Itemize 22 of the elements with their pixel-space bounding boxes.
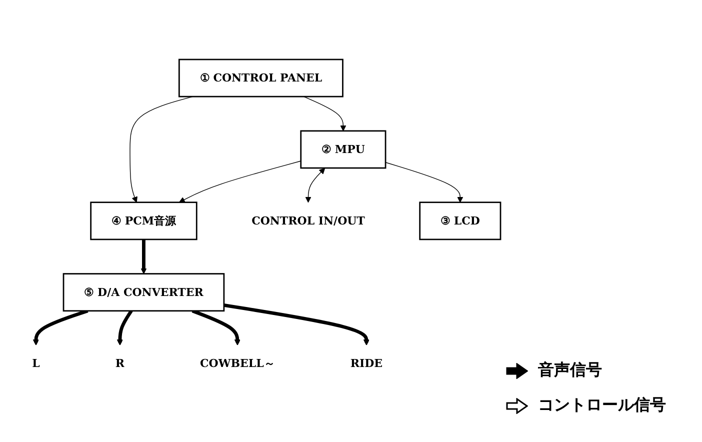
node-box bbox=[62, 273, 225, 312]
arrow bbox=[192, 309, 240, 346]
arrow bbox=[224, 304, 370, 346]
node-text: L bbox=[32, 356, 40, 370]
node-box bbox=[300, 130, 386, 169]
arrow bbox=[305, 168, 326, 203]
arrow bbox=[32, 309, 88, 346]
node-text: COWBELL～ bbox=[200, 356, 275, 370]
node-text: CONTROL IN/OUT bbox=[252, 214, 365, 228]
node-box bbox=[90, 202, 198, 240]
legend-text: コントロール信号 bbox=[538, 395, 666, 416]
arrow bbox=[140, 240, 147, 274]
flowchart-diagram: ① CONTROL PANEL ④ PCM音源 ② MPU CONTROL IN/OUT ⑤ D/A CONVERTER ③ LCD L R COWBELL～ RIDE bbox=[6, 54, 506, 388]
node-box bbox=[178, 58, 344, 98]
node-text: RIDE bbox=[350, 356, 383, 370]
node-text: R bbox=[115, 356, 125, 370]
legend-text: 音声信号 bbox=[538, 360, 602, 381]
node-box bbox=[419, 202, 502, 240]
arrow bbox=[116, 310, 133, 346]
arrow bbox=[303, 96, 346, 132]
arrow bbox=[178, 160, 302, 203]
arrow bbox=[385, 162, 464, 203]
